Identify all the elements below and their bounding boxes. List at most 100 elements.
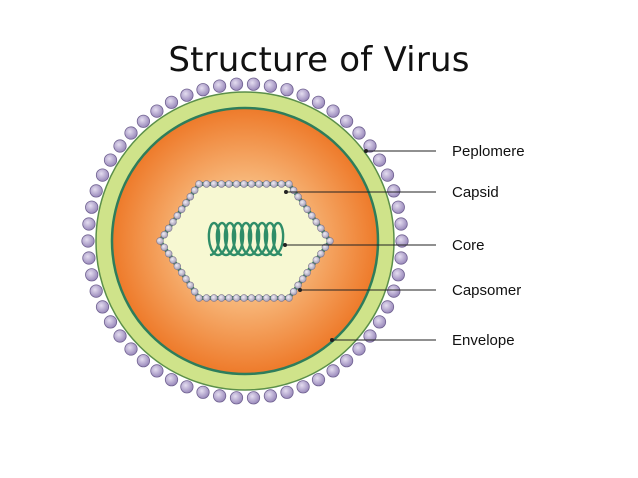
- leader-dot-capsomer: [298, 288, 302, 292]
- label-capsomer: Capsomer: [452, 282, 521, 299]
- peplomer-bead: [363, 139, 377, 153]
- peplomer-bead: [180, 380, 194, 394]
- peplomer-bead: [352, 342, 366, 356]
- capsomer-bead: [191, 186, 199, 195]
- capsomer-bead: [289, 288, 298, 296]
- peplomer-bead: [85, 268, 99, 282]
- capsomer-bead: [178, 269, 186, 277]
- capsomer-bead: [182, 199, 190, 207]
- peplomer-bead: [380, 168, 395, 182]
- capsomer-bead: [317, 224, 325, 233]
- capsomer-bead: [294, 193, 302, 201]
- capsomer-bead: [202, 180, 211, 188]
- peplomer-bead: [246, 391, 261, 405]
- peplomer-bead: [352, 126, 366, 140]
- peplomer-bead: [363, 329, 377, 343]
- peplomer-bead: [95, 300, 110, 314]
- capsomer-bead: [303, 205, 311, 214]
- peplomer-bead: [246, 77, 261, 91]
- peplomer-bead: [372, 315, 387, 329]
- leader-dot-peplomere: [364, 149, 368, 153]
- label-core: Core: [452, 237, 485, 254]
- capsomer-beads: [156, 180, 334, 302]
- capsomer-bead: [232, 180, 241, 188]
- capsomer-bead: [247, 180, 256, 188]
- peplomer-bead: [395, 234, 409, 248]
- peplomer-bead: [82, 217, 96, 231]
- capsomer-bead: [312, 256, 320, 264]
- capsomer-bead: [308, 262, 316, 270]
- peplomer-bead: [113, 329, 127, 343]
- peplomer-bead: [296, 380, 310, 394]
- peplomer-bead: [95, 168, 110, 182]
- peplomer-bead: [124, 342, 138, 356]
- capsomer-bead: [270, 180, 278, 188]
- peplomer-bead: [387, 184, 401, 198]
- capsomer-bead: [308, 212, 316, 220]
- capsomer-bead: [277, 294, 286, 302]
- peplomer-bead: [339, 354, 354, 368]
- capsomer-bead: [186, 281, 195, 289]
- peplomer-bead: [82, 251, 96, 265]
- capsomer-bead: [240, 294, 248, 302]
- capsomer-bead: [225, 180, 233, 188]
- peplomer-bead: [89, 284, 103, 298]
- core-coil-path: [207, 221, 285, 257]
- capsomer-bead: [299, 275, 307, 283]
- core-nucleic-acid-coil: [207, 221, 285, 257]
- capsomer-bead: [160, 231, 169, 239]
- peplomer-bead: [263, 79, 277, 93]
- peplomer-bead: [372, 153, 387, 167]
- peplomer-bead: [311, 373, 326, 387]
- capsomer-bead: [326, 237, 334, 245]
- capsomer-bead: [255, 180, 263, 188]
- capsomer-bead: [217, 294, 226, 302]
- capsomer-bead: [270, 294, 278, 302]
- peplomer-bead: [164, 95, 179, 109]
- capsomer-bead: [156, 237, 164, 245]
- capsomer-bead: [210, 294, 218, 302]
- peplomer-bead: [229, 391, 244, 405]
- peplomer-bead: [213, 79, 227, 93]
- capsomer-bead: [277, 180, 286, 188]
- peplomer-bead: [229, 77, 244, 91]
- capsomer-bead: [160, 243, 169, 252]
- capsomer-bead: [294, 281, 302, 289]
- capsomer-bead: [195, 294, 203, 302]
- peplomer-bead: [85, 200, 99, 214]
- capsomer-bead: [303, 269, 311, 277]
- peplomer-bead: [326, 364, 340, 378]
- peplomer-bead: [380, 300, 395, 314]
- peplomer-bead: [196, 83, 210, 97]
- label-capsid: Capsid: [452, 184, 499, 201]
- capsomer-bead: [195, 180, 203, 188]
- peplomer-bead: [394, 251, 408, 265]
- capsomer-bead: [217, 180, 226, 188]
- capsomer-bead: [312, 218, 320, 226]
- peplomer-bead: [113, 139, 127, 153]
- capsomer-bead: [247, 294, 256, 302]
- peplomer-bead: [391, 200, 405, 214]
- capsomer-bead: [173, 212, 182, 220]
- capsomer-bead: [289, 186, 298, 195]
- peplomer-bead: [339, 114, 354, 128]
- capsomer-bead: [299, 199, 307, 207]
- peplomer-bead: [296, 88, 310, 102]
- peplomer-bead: [136, 354, 150, 368]
- peplomer-bead: [124, 126, 138, 140]
- capsomer-bead: [232, 294, 241, 302]
- peplomer-bead: [164, 373, 179, 387]
- peplomer-bead: [394, 217, 408, 231]
- capsomer-bead: [321, 243, 330, 252]
- peplomer-bead: [311, 95, 326, 109]
- peplomer-bead: [391, 268, 405, 282]
- capsomer-bead: [225, 294, 233, 302]
- capsomer-bead: [165, 224, 173, 233]
- capsomer-bead: [255, 294, 263, 302]
- peplomer-bead: [280, 385, 294, 399]
- peplomer-bead: [103, 315, 118, 329]
- peplomer-beads: [81, 77, 409, 405]
- capsomer-bead: [191, 288, 199, 296]
